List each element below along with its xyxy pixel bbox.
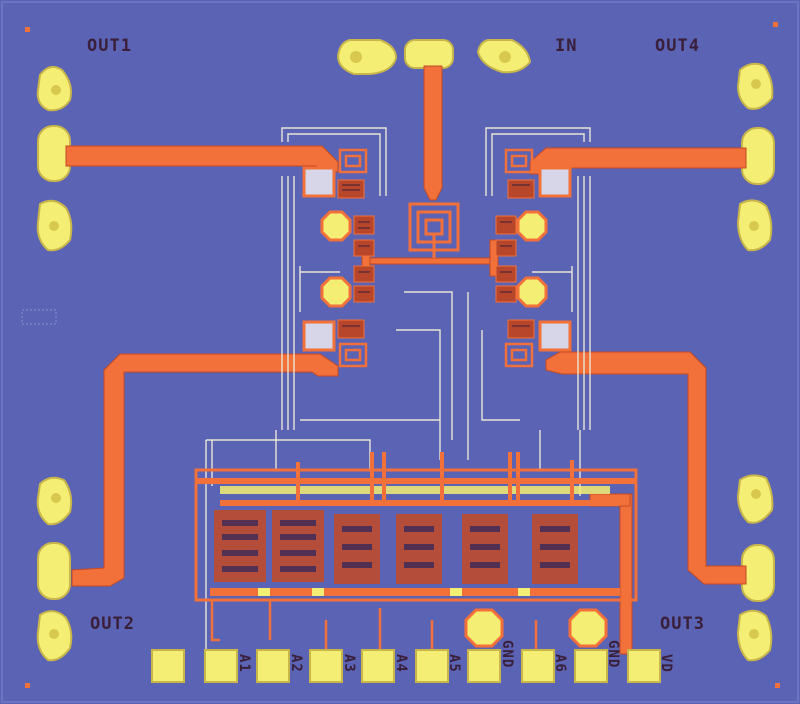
transistor-stacks: [337, 179, 535, 339]
top-pad-left: [336, 39, 398, 75]
rf-traces: [65, 65, 747, 655]
control-logic-block: [194, 452, 638, 602]
label-out4: OUT4: [655, 36, 700, 56]
pin-label-a3: A3: [341, 654, 357, 673]
left-pads: [36, 65, 73, 662]
dot-pattern: [21, 309, 57, 325]
control-lines: [205, 127, 591, 650]
pin-label-a2: A2: [288, 654, 304, 673]
pin-label-a1: A1: [236, 654, 252, 673]
pin-label-a4: A4: [393, 654, 409, 673]
pin-label-gnd-1: GND: [499, 640, 515, 669]
in-pad: [404, 39, 454, 69]
corner-markers: [25, 22, 780, 688]
label-in: IN: [555, 36, 578, 56]
label-out2: OUT2: [90, 614, 135, 634]
capacitors: [302, 166, 572, 352]
bottom-pads: [151, 649, 661, 683]
pin-label-gnd-2: GND: [605, 640, 621, 669]
center-spiral: [408, 202, 460, 258]
label-out3: OUT3: [660, 614, 705, 634]
label-out1: OUT1: [87, 36, 132, 56]
pin-label-vd: VD: [658, 654, 674, 673]
via-pads: [320, 210, 608, 648]
small-spirals: [338, 148, 534, 368]
pin-label-a5: A5: [446, 654, 462, 673]
pin-label-a6: A6: [552, 654, 568, 673]
